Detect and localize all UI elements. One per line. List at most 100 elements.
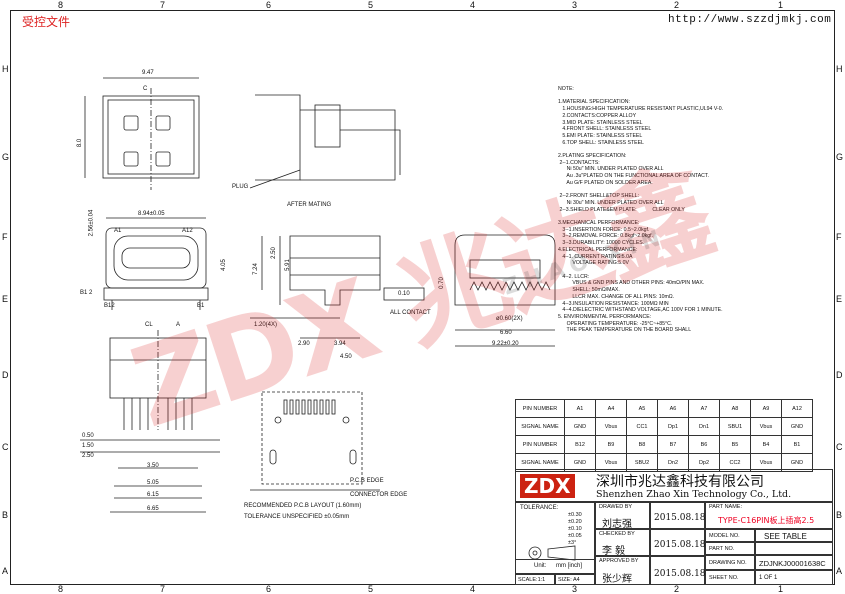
dim-c-label: C: [143, 86, 148, 92]
dim-070: 0.70: [438, 277, 445, 289]
zone-2-top: 2: [674, 0, 680, 10]
recommended-layout-label: RECOMMENDED P.C.B LAYOUT (1.60mm): [244, 503, 362, 509]
zone-f-left: F: [2, 232, 8, 242]
dim-615: 6.15: [147, 492, 159, 498]
dim-250: 2.50: [82, 453, 94, 459]
after-mating-label: AFTER MATING: [287, 202, 332, 208]
dim-660: 6.60: [500, 330, 512, 336]
zone-b-left: B: [2, 510, 9, 520]
dim-394: 3.94: [334, 341, 346, 347]
table-cell: A4: [595, 399, 627, 418]
size-cell: SIZE: A4: [555, 574, 595, 585]
bottom-view: [80, 330, 220, 513]
dim-top-height: 8.0: [77, 138, 84, 148]
label-a-section: A: [176, 322, 181, 328]
label-cl: CL: [145, 322, 153, 328]
approved-date-cell: 2015.08.18: [650, 556, 706, 585]
table-cell: A5: [626, 399, 658, 418]
zone-a-right: A: [836, 566, 843, 576]
label-b1: B1: [197, 303, 205, 309]
pcb-layout: [250, 391, 380, 491]
label-a1: A1: [114, 228, 122, 234]
dim-120: 1.20(4X): [254, 322, 278, 328]
company-header: ZDX 深圳市兆达鑫科技有限公司 Shenzhen Zhao Xin Techn…: [515, 469, 833, 502]
unit-cell: Unit: mm [inch]: [515, 559, 595, 574]
dim-922: 9.22±0.20: [492, 341, 519, 347]
tolerance-value: ±0.05: [568, 533, 582, 539]
table-row: SIGNAL NAME GND Vbus SBU2 Dn2 Dp2 CC2 Vb…: [515, 453, 813, 472]
zone-5-bottom: 5: [368, 584, 374, 594]
size-value: SIZE: A4: [558, 577, 580, 583]
table-cell: B5: [719, 435, 751, 454]
dim-665: 6.65: [147, 506, 159, 512]
zone-7-top: 7: [160, 0, 166, 10]
dim-450: 4.50: [340, 354, 352, 360]
dim-050: 0.50: [82, 433, 94, 439]
sheet-label: SHEET NO.: [709, 575, 739, 581]
label-b12: B12: [104, 303, 115, 309]
table-cell: CC2: [719, 453, 751, 472]
approved-by-name: 张少辉: [602, 574, 632, 585]
table-cell: Vbus: [750, 417, 782, 436]
table-cell: B7: [657, 435, 689, 454]
dim-top-width: 9.47: [142, 70, 154, 76]
table-cell: A9: [750, 399, 782, 418]
zone-d-right: D: [836, 370, 843, 380]
sheet-value: 1 OF 1: [759, 575, 778, 581]
table-cell: B4: [750, 435, 782, 454]
zone-1-bottom: 1: [778, 584, 784, 594]
company-name-cn: 深圳市兆达鑫科技有限公司: [596, 474, 764, 490]
dim-side-h3: 2.50: [270, 247, 277, 259]
zone-2-bottom: 2: [674, 584, 680, 594]
table-cell: GND: [781, 453, 813, 472]
table-cell: SIGNAL NAME: [515, 417, 565, 436]
drawing-no: ZDJNKJ00001638C: [759, 559, 826, 568]
website-url[interactable]: http://www.szzdjmkj.com: [668, 14, 832, 26]
dim-flatness: 0.10: [398, 291, 410, 297]
tolerance-value: ±0.20: [568, 519, 582, 525]
zone-6-top: 6: [266, 0, 272, 10]
side-view: [250, 235, 425, 339]
table-cell: PIN NUMBER: [515, 435, 565, 454]
zone-1-top: 1: [778, 0, 784, 10]
dim-150: 1.50: [82, 443, 94, 449]
approved-by-label: APPROVED BY: [599, 558, 639, 564]
connector-edge-label: CONNECTOR EDGE: [350, 492, 408, 498]
model-no-label-cell: MODEL NO.: [705, 529, 755, 542]
drawn-by-label: DRAWED BY: [599, 504, 633, 510]
zone-e-left: E: [2, 294, 9, 304]
zone-b-right: B: [836, 510, 843, 520]
end-view: [454, 234, 556, 347]
zone-g-right: G: [836, 152, 844, 162]
sheet-label-cell: SHEET NO.: [705, 570, 755, 585]
table-cell: Vbus: [595, 417, 627, 436]
scale-value: SCALE:1:1: [518, 577, 546, 583]
dim-290: 2.90: [298, 341, 310, 347]
drawing-no-cell: ZDJNKJ00001638C: [755, 555, 833, 570]
part-no-label: PART NO.: [709, 546, 735, 552]
table-row: SIGNAL NAME GND Vbus CC1 Dp1 Dn1 SBU1 Vb…: [515, 417, 813, 436]
dim-side-h2: 7.24: [252, 263, 259, 275]
part-no-label-cell: PART NO.: [705, 542, 755, 555]
table-cell: B1: [781, 435, 813, 454]
zone-3-bottom: 3: [572, 584, 578, 594]
table-cell: A6: [657, 399, 689, 418]
zone-h-left: H: [2, 64, 9, 74]
table-cell: Dp1: [657, 417, 689, 436]
zone-c-right: C: [836, 442, 843, 452]
zone-5-top: 5: [368, 0, 374, 10]
checked-date-cell: 2015.08.18: [650, 529, 706, 556]
plug-label: PLUG: [232, 184, 249, 190]
tolerance-value: ±0.30: [568, 512, 582, 518]
table-cell: GND: [564, 417, 596, 436]
table-cell: B8: [626, 435, 658, 454]
checked-by-label: CHECKED BY: [599, 531, 635, 537]
zone-h-right: H: [836, 64, 843, 74]
table-row: PIN NUMBER B12 B9 B8 B7 B6 B5 B4 B1: [515, 435, 813, 454]
dim-350: 3.50: [147, 463, 159, 469]
zone-e-right: E: [836, 294, 843, 304]
zone-f-right: F: [836, 232, 842, 242]
zone-3-top: 3: [572, 0, 578, 10]
checked-by-cell: CHECKED BY 李 毅: [595, 529, 650, 557]
table-row: PIN NUMBER A1 A4 A5 A6 A7 A8 A9 A12: [515, 399, 813, 418]
